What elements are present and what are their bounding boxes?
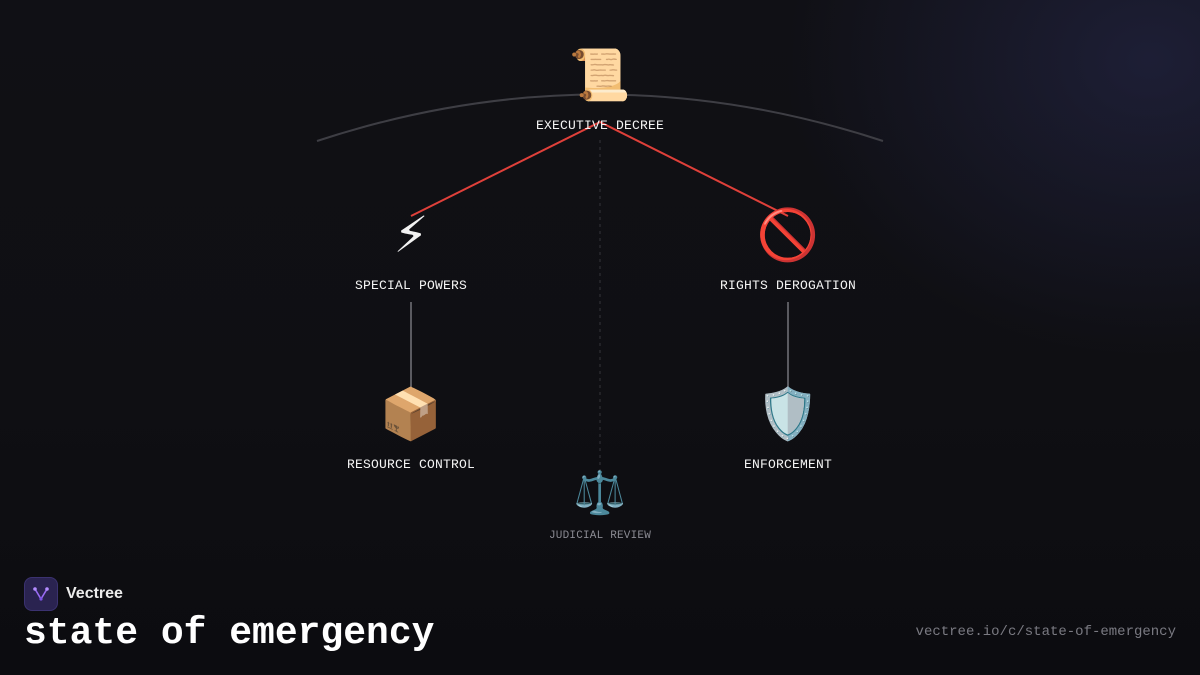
node-label: SPECIAL POWERS: [354, 278, 468, 293]
page-title: state of emergency: [24, 612, 435, 655]
node-label: ENFORCEMENT: [743, 457, 833, 472]
brand-name: Vectree: [66, 585, 123, 602]
node-judicial-review[interactable]: ⚖️ JUDICIAL REVIEW: [548, 468, 652, 543]
node-rights-derogation[interactable]: 🚫 RIGHTS DEROGATION: [720, 210, 856, 293]
vectree-logo-icon: [24, 577, 58, 611]
node-label: RIGHTS DEROGATION: [719, 278, 857, 293]
lightning-icon: ⚡: [393, 206, 429, 264]
node-enforcement[interactable]: 🛡️ ENFORCEMENT: [744, 389, 832, 472]
node-label: EXECUTIVE DECREE: [535, 118, 665, 133]
vectree-logo-mark: [33, 587, 49, 601]
node-executive-decree[interactable]: 📜 EXECUTIVE DECREE: [536, 50, 664, 133]
edge-decree-to-rights-derogation: [599, 121, 789, 217]
prohibited-icon: 🚫: [756, 206, 820, 264]
shield-icon: 🛡️: [756, 385, 820, 443]
scales-icon: ⚖️: [573, 468, 627, 517]
node-label: RESOURCE CONTROL: [346, 457, 476, 472]
canopy-arc: [316, 93, 884, 142]
brand[interactable]: Vectree: [24, 577, 123, 611]
page-url[interactable]: vectree.io/c/state-of-emergency: [915, 624, 1176, 640]
node-resource-control[interactable]: 📦 RESOURCE CONTROL: [347, 389, 475, 472]
node-label: JUDICIAL REVIEW: [548, 530, 652, 542]
scroll-icon: 📜: [568, 46, 632, 104]
edge-decree-to-special-powers: [410, 121, 601, 217]
node-special-powers[interactable]: ⚡ SPECIAL POWERS: [355, 210, 467, 293]
package-icon: 📦: [379, 385, 443, 443]
